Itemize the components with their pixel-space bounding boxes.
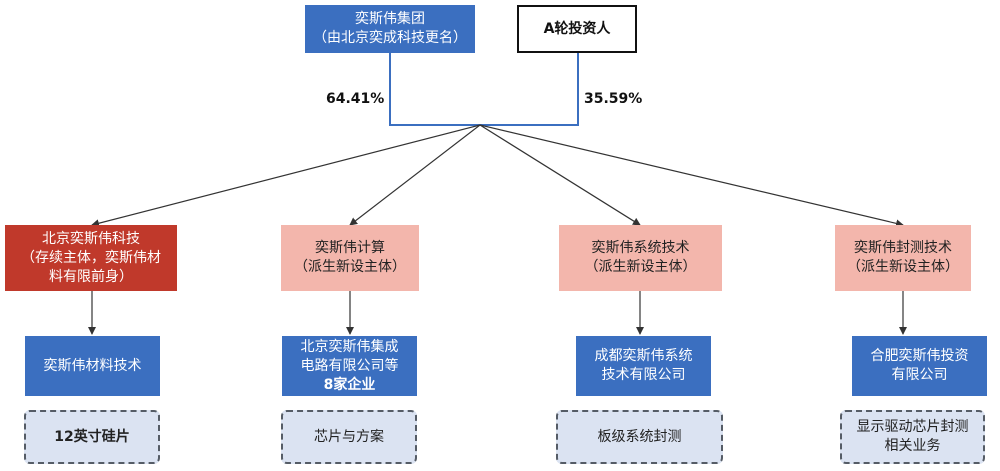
investor-node: A轮投资人 <box>517 5 637 53</box>
entity-line: （派生新设主体） <box>294 259 406 275</box>
business-line: 12英寸硅片 <box>54 428 130 445</box>
group-node: 奕斯伟集团 （由北京奕成科技更名） <box>305 5 475 53</box>
subsidiary-node: 成都奕斯伟系统 技术有限公司 <box>576 336 711 396</box>
group-note: （由北京奕成科技更名） <box>313 30 467 46</box>
entity-node: 奕斯伟系统技术 （派生新设主体） <box>559 225 722 291</box>
subsidiary-line: 技术有限公司 <box>601 367 686 383</box>
business-node: 板级系统封测 <box>556 410 723 464</box>
subsidiary-line: 北京奕斯伟集成 <box>300 338 399 355</box>
subsidiary-node: 奕斯伟材料技术 <box>25 336 160 396</box>
business-line: 芯片与方案 <box>314 428 384 445</box>
group-share-pct: 64.41% <box>326 91 385 107</box>
subsidiary-node: 北京奕斯伟集成 电路有限公司等 8家企业 <box>282 336 417 396</box>
entity-line: 料有限前身） <box>49 268 133 285</box>
entity-node: 奕斯伟封测技术 （派生新设主体） <box>835 225 971 291</box>
subsidiary-line: 成都奕斯伟系统 <box>594 348 693 364</box>
shareholder-bracket <box>389 52 579 126</box>
entity-line: 奕斯伟封测技术 <box>854 240 952 256</box>
subsidiary-node: 合肥奕斯伟投资 有限公司 <box>852 336 987 396</box>
subsidiary-line: 奕斯伟材料技术 <box>43 357 142 374</box>
subsidiary-line: 有限公司 <box>891 367 948 383</box>
entity-line: （派生新设主体） <box>584 259 697 275</box>
business-node: 显示驱动芯片封测 相关业务 <box>840 410 985 464</box>
subsidiary-line: 8家企业 <box>323 376 376 393</box>
business-line: 板级系统封测 <box>597 428 682 445</box>
entity-node: 北京奕斯伟科技 （存续主体，奕斯伟材 料有限前身） <box>5 225 177 291</box>
arrow-to-entity-3 <box>479 124 641 226</box>
entity-node: 奕斯伟计算 （派生新设主体） <box>281 225 419 291</box>
investor-share-pct: 35.59% <box>584 91 643 107</box>
entity-line: 奕斯伟系统技术 <box>591 240 690 256</box>
business-line: 显示驱动芯片封测 <box>856 419 969 435</box>
arrow-to-entity-1 <box>91 124 481 228</box>
subsidiary-line: 电路有限公司等 <box>300 357 399 374</box>
business-node: 12英寸硅片 <box>24 410 160 464</box>
entity-line: 北京奕斯伟科技 <box>42 230 140 247</box>
investor-name: A轮投资人 <box>543 20 611 37</box>
entity-line: （存续主体，奕斯伟材 <box>21 249 161 266</box>
business-node: 芯片与方案 <box>281 410 417 464</box>
subsidiary-line: 合肥奕斯伟投资 <box>870 348 969 364</box>
entity-line: 奕斯伟计算 <box>315 240 385 256</box>
arrow-to-entity-4 <box>479 124 904 228</box>
business-line: 相关业务 <box>884 438 941 454</box>
entity-line: （派生新设主体） <box>847 259 959 275</box>
group-name: 奕斯伟集团 <box>355 11 425 27</box>
arrow-to-entity-2 <box>349 124 481 226</box>
